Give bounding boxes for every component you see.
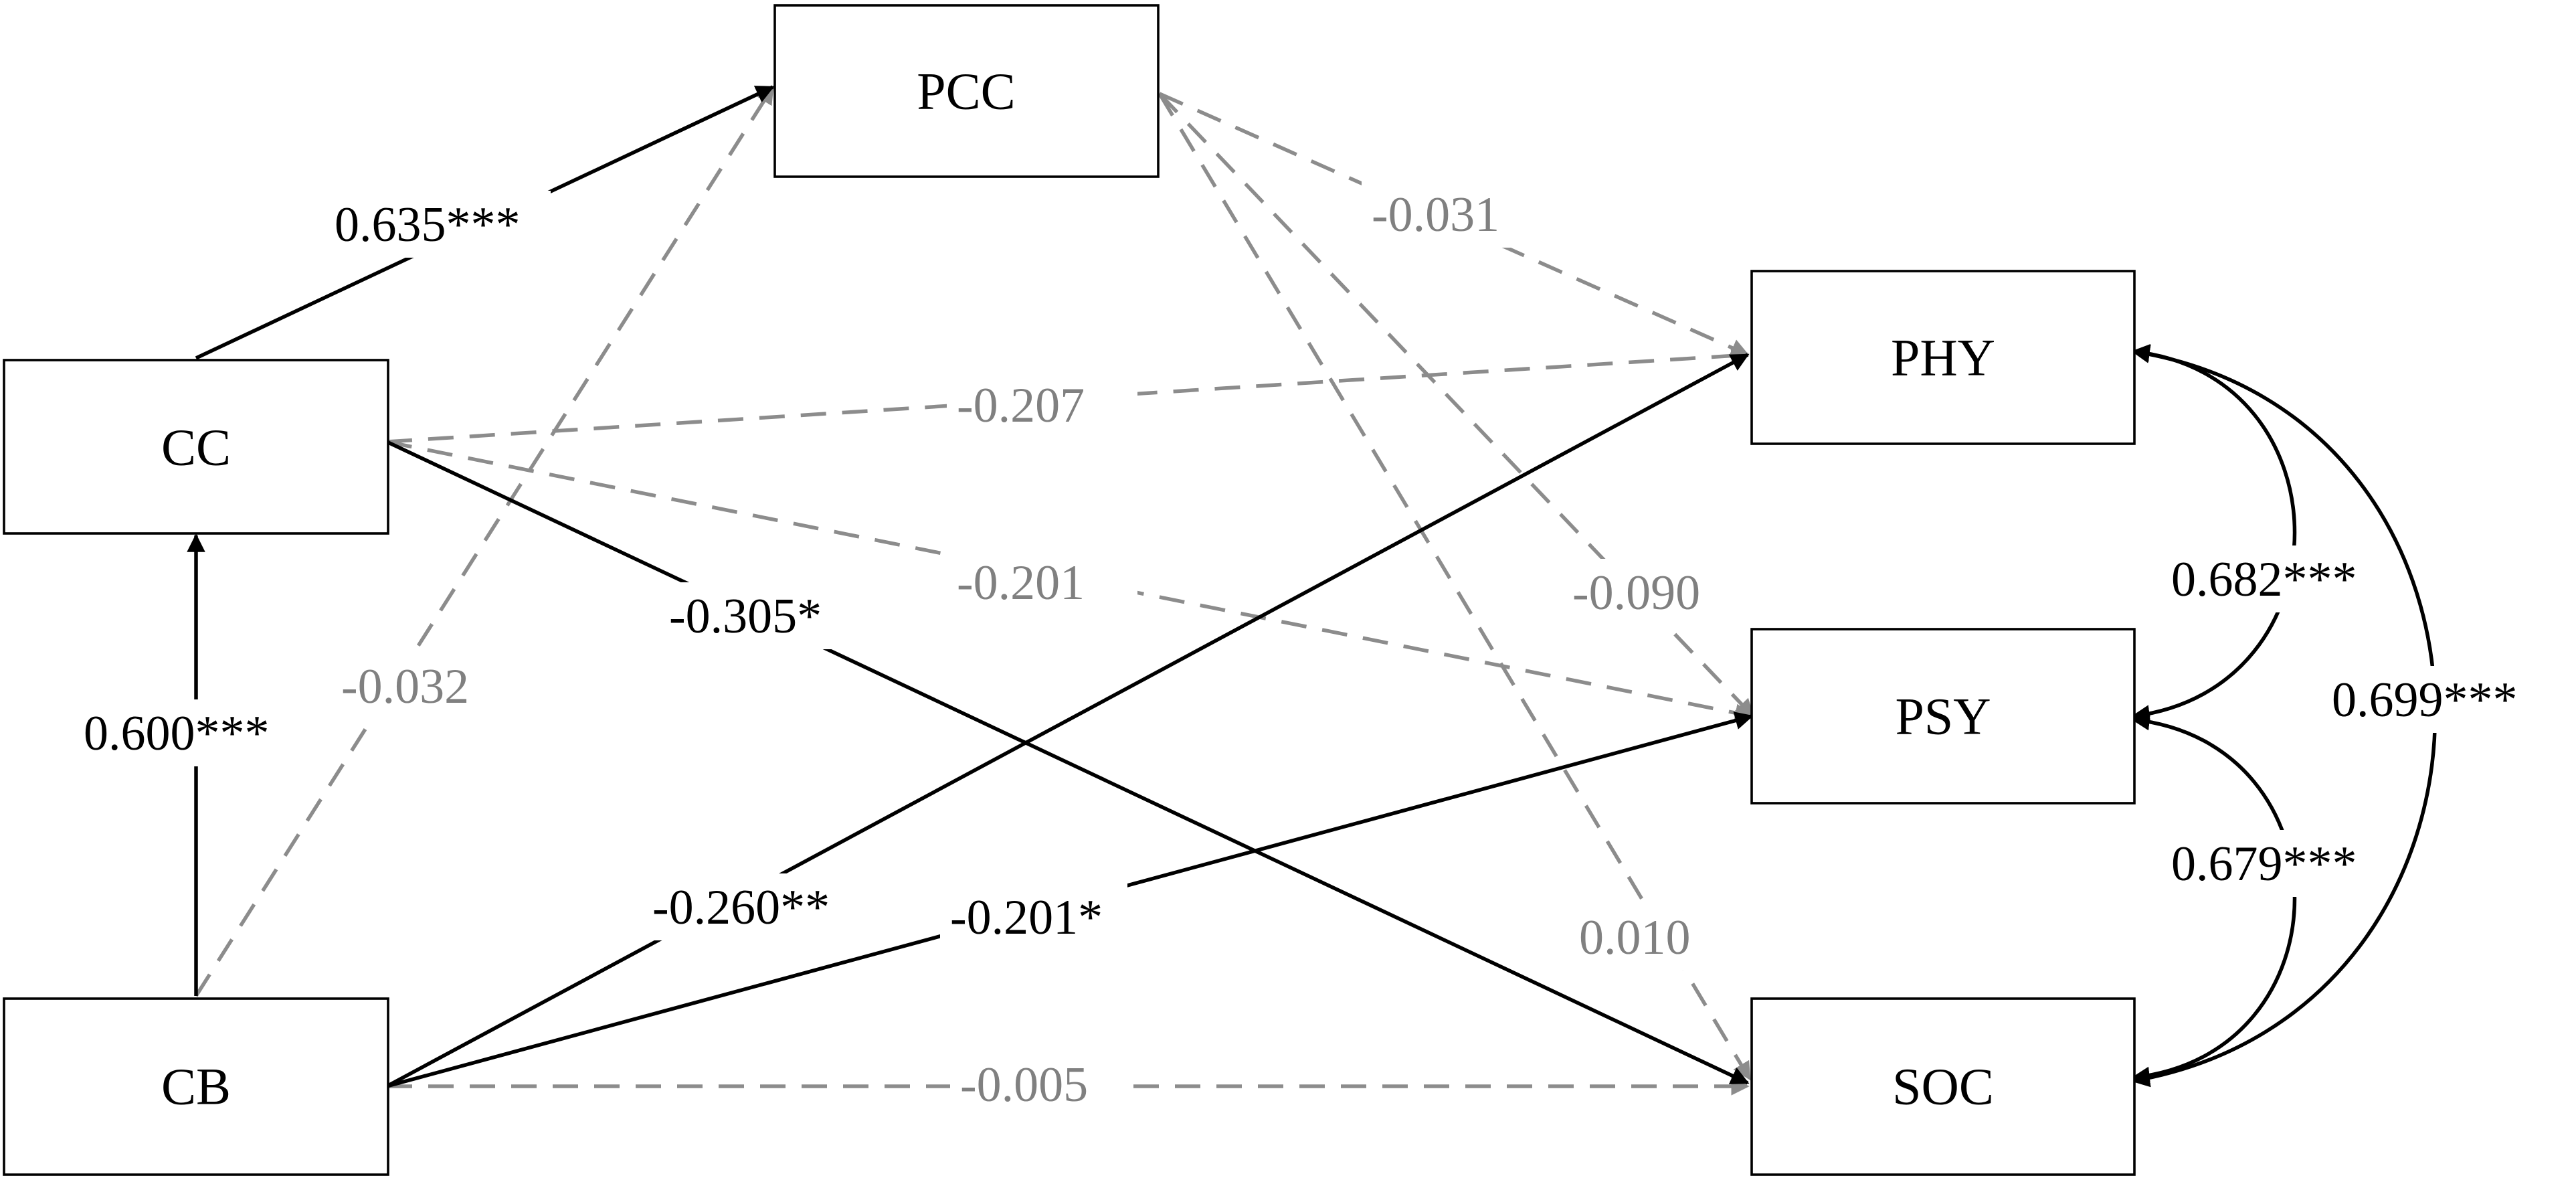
coef-pcc-phy: -0.031: [1372, 187, 1499, 242]
node-pcc: PCC: [773, 4, 1160, 178]
node-cc: CC: [3, 359, 389, 535]
cov-phy-psy: 0.682***: [2171, 552, 2357, 607]
coef-cc-phy: -0.207: [957, 378, 1085, 433]
coef-pcc-psy: -0.090: [1572, 566, 1700, 620]
coef-cc-soc: -0.305*: [669, 589, 822, 644]
path-cc-soc: [385, 440, 1750, 1085]
cov-phy-soc: 0.699***: [2332, 673, 2518, 728]
node-soc-label: SOC: [1892, 1058, 1994, 1116]
node-psy: PSY: [1750, 628, 2136, 805]
path-cc-psy: [386, 440, 1754, 722]
node-soc: SOC: [1750, 997, 2136, 1176]
coef-pcc-soc: 0.010: [1579, 910, 1691, 965]
coef-cb-phy: -0.260**: [652, 880, 830, 935]
covariance-phy-psy: [2131, 344, 2297, 724]
coef-cb-psy: -0.201*: [950, 890, 1103, 945]
covariance-psy-soc: [2131, 712, 2297, 1085]
node-pcc-label: PCC: [917, 62, 1015, 120]
coef-cb-pcc: -0.032: [341, 659, 469, 714]
node-cb-label: CB: [161, 1058, 231, 1116]
path-pcc-phy: [1158, 92, 1750, 357]
coef-cc-psy: -0.201: [957, 556, 1085, 610]
node-cc-label: CC: [161, 418, 231, 477]
coef-cb-cc: 0.600***: [84, 706, 270, 761]
node-psy-label: PSY: [1895, 687, 1991, 746]
node-cb: CB: [3, 997, 389, 1176]
path-cb-phy: [385, 353, 1750, 1088]
node-phy-label: PHY: [1891, 329, 1995, 387]
coef-cc-pcc: 0.635***: [335, 197, 521, 252]
cov-psy-soc: 0.679***: [2171, 837, 2357, 892]
coef-cb-soc: -0.005: [960, 1058, 1088, 1112]
path-cb-pcc: [194, 85, 775, 997]
node-phy: PHY: [1750, 270, 2136, 445]
